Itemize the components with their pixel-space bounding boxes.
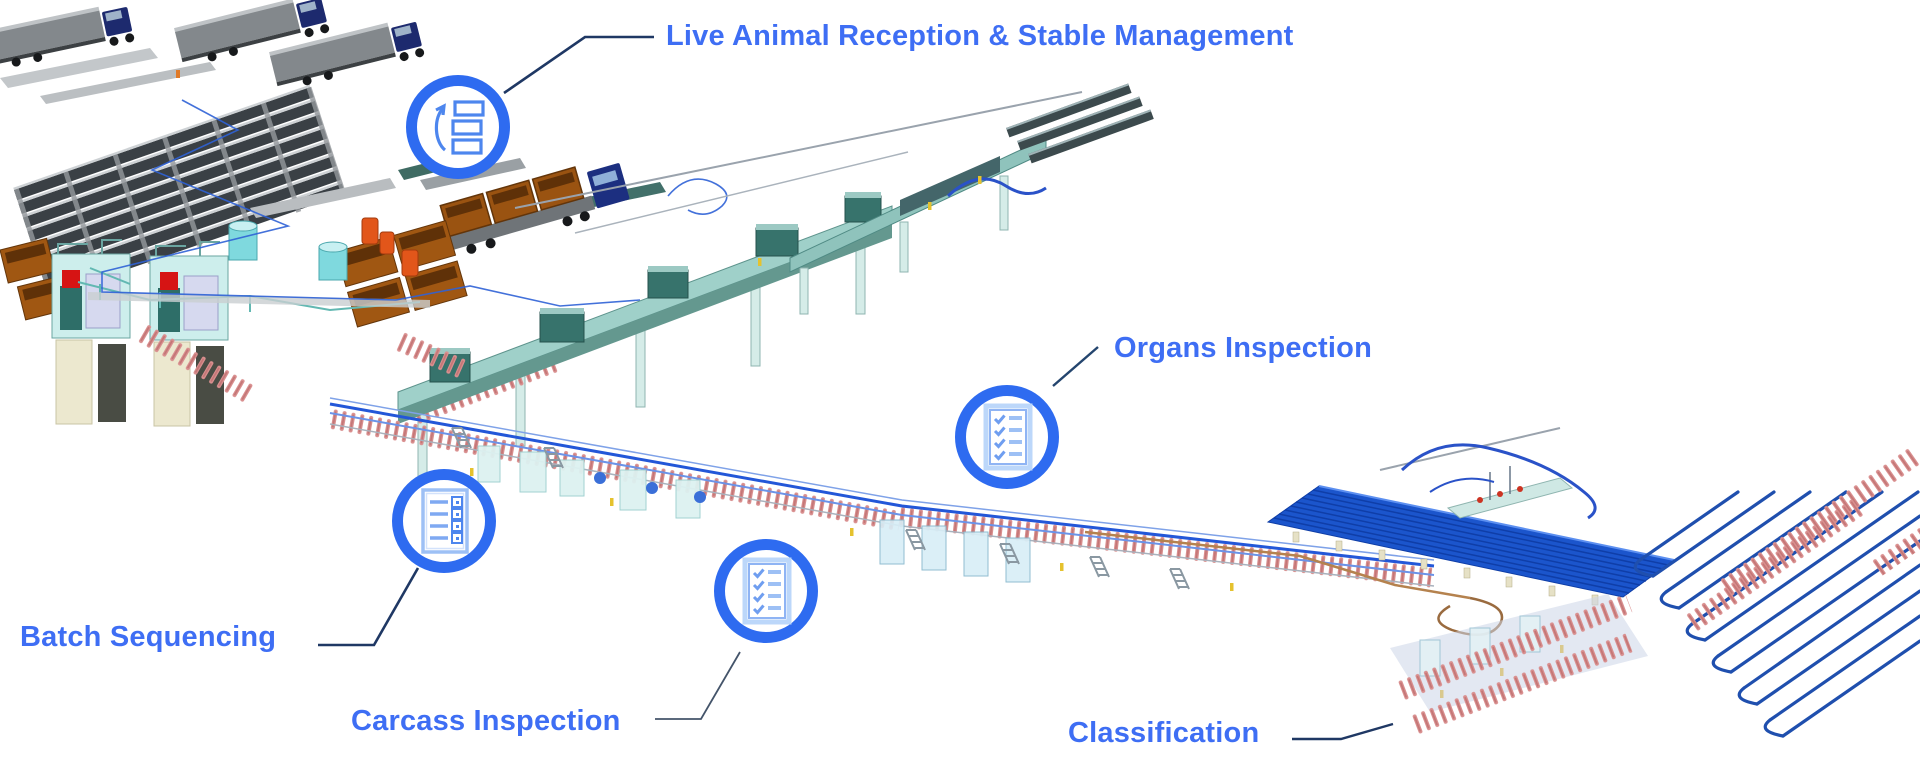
batch-sequencing-hotspot[interactable]: [389, 466, 499, 576]
tanks-and-pumps: [228, 217, 419, 281]
grading-area: [1390, 592, 1648, 737]
organs-inspection-hotspot[interactable]: [952, 382, 1062, 492]
checkbox-list-icon: [421, 488, 469, 554]
label-classification: Classification: [1068, 717, 1260, 749]
checklist-check-icon: [742, 557, 792, 625]
stunning-machines: [51, 239, 257, 427]
label-organs-inspection: Organs Inspection: [1114, 332, 1372, 364]
dressing-line: [328, 397, 1435, 592]
carcass-inspection-hotspot[interactable]: [711, 536, 821, 646]
leader-organs-inspection: [1052, 346, 1099, 387]
live-animal-reception-hotspot[interactable]: [403, 72, 513, 182]
leader-live-animal-reception: [503, 35, 654, 95]
leader-batch-sequencing: [318, 567, 420, 647]
elevated-conveyor: [758, 83, 1154, 315]
label-live-animal-reception: Live Animal Reception & Stable Managemen…: [666, 20, 1294, 52]
leader-carcass-inspection: [655, 651, 741, 720]
checklist-check-icon: [983, 403, 1033, 471]
flow-sequence-icon: [434, 100, 485, 155]
leader-classification: [1292, 722, 1394, 741]
icon-ring: [406, 75, 510, 179]
utility-pipes: [101, 99, 728, 307]
blue-roof: [1266, 443, 1676, 606]
chiller-carcass-rows: [1684, 444, 1920, 633]
label-batch-sequencing: Batch Sequencing: [20, 621, 277, 653]
label-carcass-inspection: Carcass Inspection: [351, 705, 621, 737]
